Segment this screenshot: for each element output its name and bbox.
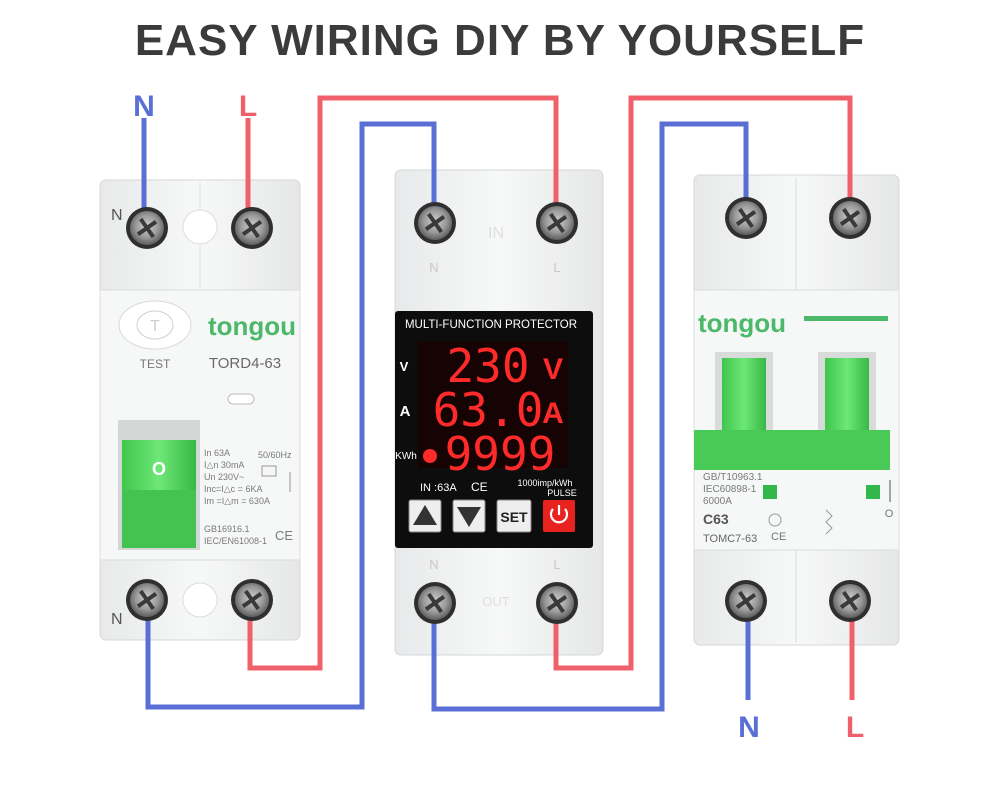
mcb-indicator [763, 485, 777, 499]
protector-l-in-terminal [536, 202, 578, 244]
energy-readout: 9999 [445, 427, 556, 481]
power-button[interactable] [543, 500, 575, 532]
protector-pulse-label: PULSE [547, 488, 577, 498]
set-button-label: SET [500, 509, 528, 525]
rcd-n-out-terminal [126, 579, 168, 621]
rcd-spec-line: Im =I△m = 630A [204, 496, 270, 506]
rcd-l-in-terminal [231, 207, 273, 249]
mcb-standard-line: 6000A [703, 496, 732, 507]
protector-to-mcb-neutral-wire [431, 121, 749, 712]
mcb-indicator [866, 485, 880, 499]
protector-out-label: OUT [482, 594, 510, 609]
mcb-switch-handle-1[interactable] [715, 352, 773, 434]
protector-impulse: 1000imp/kWh [517, 478, 572, 488]
rcd-test-button-letter: T [150, 318, 160, 335]
rcd-spec-line: I△n 30mA [204, 460, 244, 470]
mcb-brand-stripe [804, 316, 888, 321]
mcb-n-out-terminal [725, 580, 767, 622]
current-readout: 63.0 [433, 383, 544, 437]
mcb-rating: C63 [703, 511, 729, 527]
protector-to-mcb-live-wire [553, 95, 853, 671]
up-button[interactable] [408, 499, 442, 533]
wires [141, 95, 855, 712]
set-button[interactable]: SET [496, 499, 532, 533]
protector-bottom-l-label: L [553, 557, 560, 572]
protector-bottom-n-label: N [429, 557, 438, 572]
rcd-brand-logo: tongou [208, 311, 296, 341]
protector-device: IN N L MULTI-FUNCTION PROTECTOR V A KWh … [394, 169, 604, 656]
rcd-standard: IEC/EN61008-1 [204, 536, 267, 546]
input-live-label: L [239, 90, 257, 123]
protector-top-n-label: N [429, 260, 438, 275]
mcb-n-in-terminal [725, 197, 767, 239]
pulse-indicator [423, 449, 437, 463]
protector-in-label: IN [488, 225, 504, 242]
mcb-ce-mark: CE [771, 531, 786, 543]
mcb-specs: GB/T10963.1 IEC60898-1 6000A [703, 472, 763, 507]
power-icon [549, 505, 569, 524]
rcd-device: N T TEST tongou TORD4-63 O In 63A I△n 30… [99, 179, 301, 641]
mcb-device: tongou GB/T10963.1 IEC60898-1 6000A C63 … [693, 174, 900, 646]
rcd-spec-line: In 63A [204, 448, 230, 458]
mcb-standard-line: GB/T10963.1 [703, 472, 763, 483]
mcb-brand-logo: tongou [698, 308, 786, 338]
rcd-to-protector-neutral-wire [145, 121, 437, 710]
down-button[interactable] [452, 499, 486, 533]
rcd-l-out-terminal [231, 579, 273, 621]
protector-n-in-terminal [414, 202, 456, 244]
voltage-readout: 230 [446, 339, 529, 393]
output-live-label: L [846, 711, 864, 744]
rcd-to-protector-live-wire [247, 95, 559, 671]
output-neutral-label: N [738, 711, 760, 744]
protector-l-out-terminal [536, 582, 578, 624]
mcb-l-in-terminal [829, 197, 871, 239]
rcd-spec-line: Un 230V~ [204, 472, 244, 482]
rcd-top-terminal-label: N [111, 207, 123, 224]
display-row-label: KWh [395, 451, 417, 462]
input-neutral-label: N [133, 90, 155, 123]
mcb-tie-bar [694, 430, 890, 470]
mcb-position-label: O [885, 508, 894, 520]
mcb-standard-line: IEC60898-1 [703, 484, 757, 495]
current-unit: A [542, 397, 564, 430]
rcd-model: TORD4-63 [209, 355, 281, 372]
rcd-bottom-terminal-label: N [111, 611, 123, 628]
mcb-l-out-terminal [829, 580, 871, 622]
rcd-frequency: 50/60Hz [258, 450, 292, 460]
rcd-specs: In 63A I△n 30mA Un 230V~ Inc=I△c = 6KA I… [204, 448, 293, 546]
rcd-ce-mark: CE [275, 528, 293, 543]
page-title: EASY WIRING DIY BY YOURSELF [135, 16, 865, 65]
protector-n-out-terminal [414, 582, 456, 624]
display-row-label: A [400, 403, 411, 420]
rcd-switch-handle[interactable]: O [118, 420, 200, 550]
protector-top-l-label: L [553, 260, 560, 275]
rcd-test-label: TEST [140, 357, 171, 371]
rcd-test-button[interactable]: T [118, 300, 192, 350]
protector-rating: IN :63A [420, 482, 457, 494]
rcd-standard: GB16916.1 [204, 524, 250, 534]
protector-title: MULTI-FUNCTION PROTECTOR [405, 319, 577, 331]
rcd-n-in-terminal [126, 207, 168, 249]
mcb-model: TOMC7-63 [703, 533, 757, 545]
display-row-label: V [400, 359, 409, 374]
protector-ce-mark: CE [471, 480, 488, 494]
voltage-unit: V [543, 353, 563, 386]
mcb-switch-handle-2[interactable] [818, 352, 876, 434]
rcd-spec-line: Inc=I△c = 6KA [204, 484, 262, 494]
rcd-handle-label: O [152, 459, 166, 479]
